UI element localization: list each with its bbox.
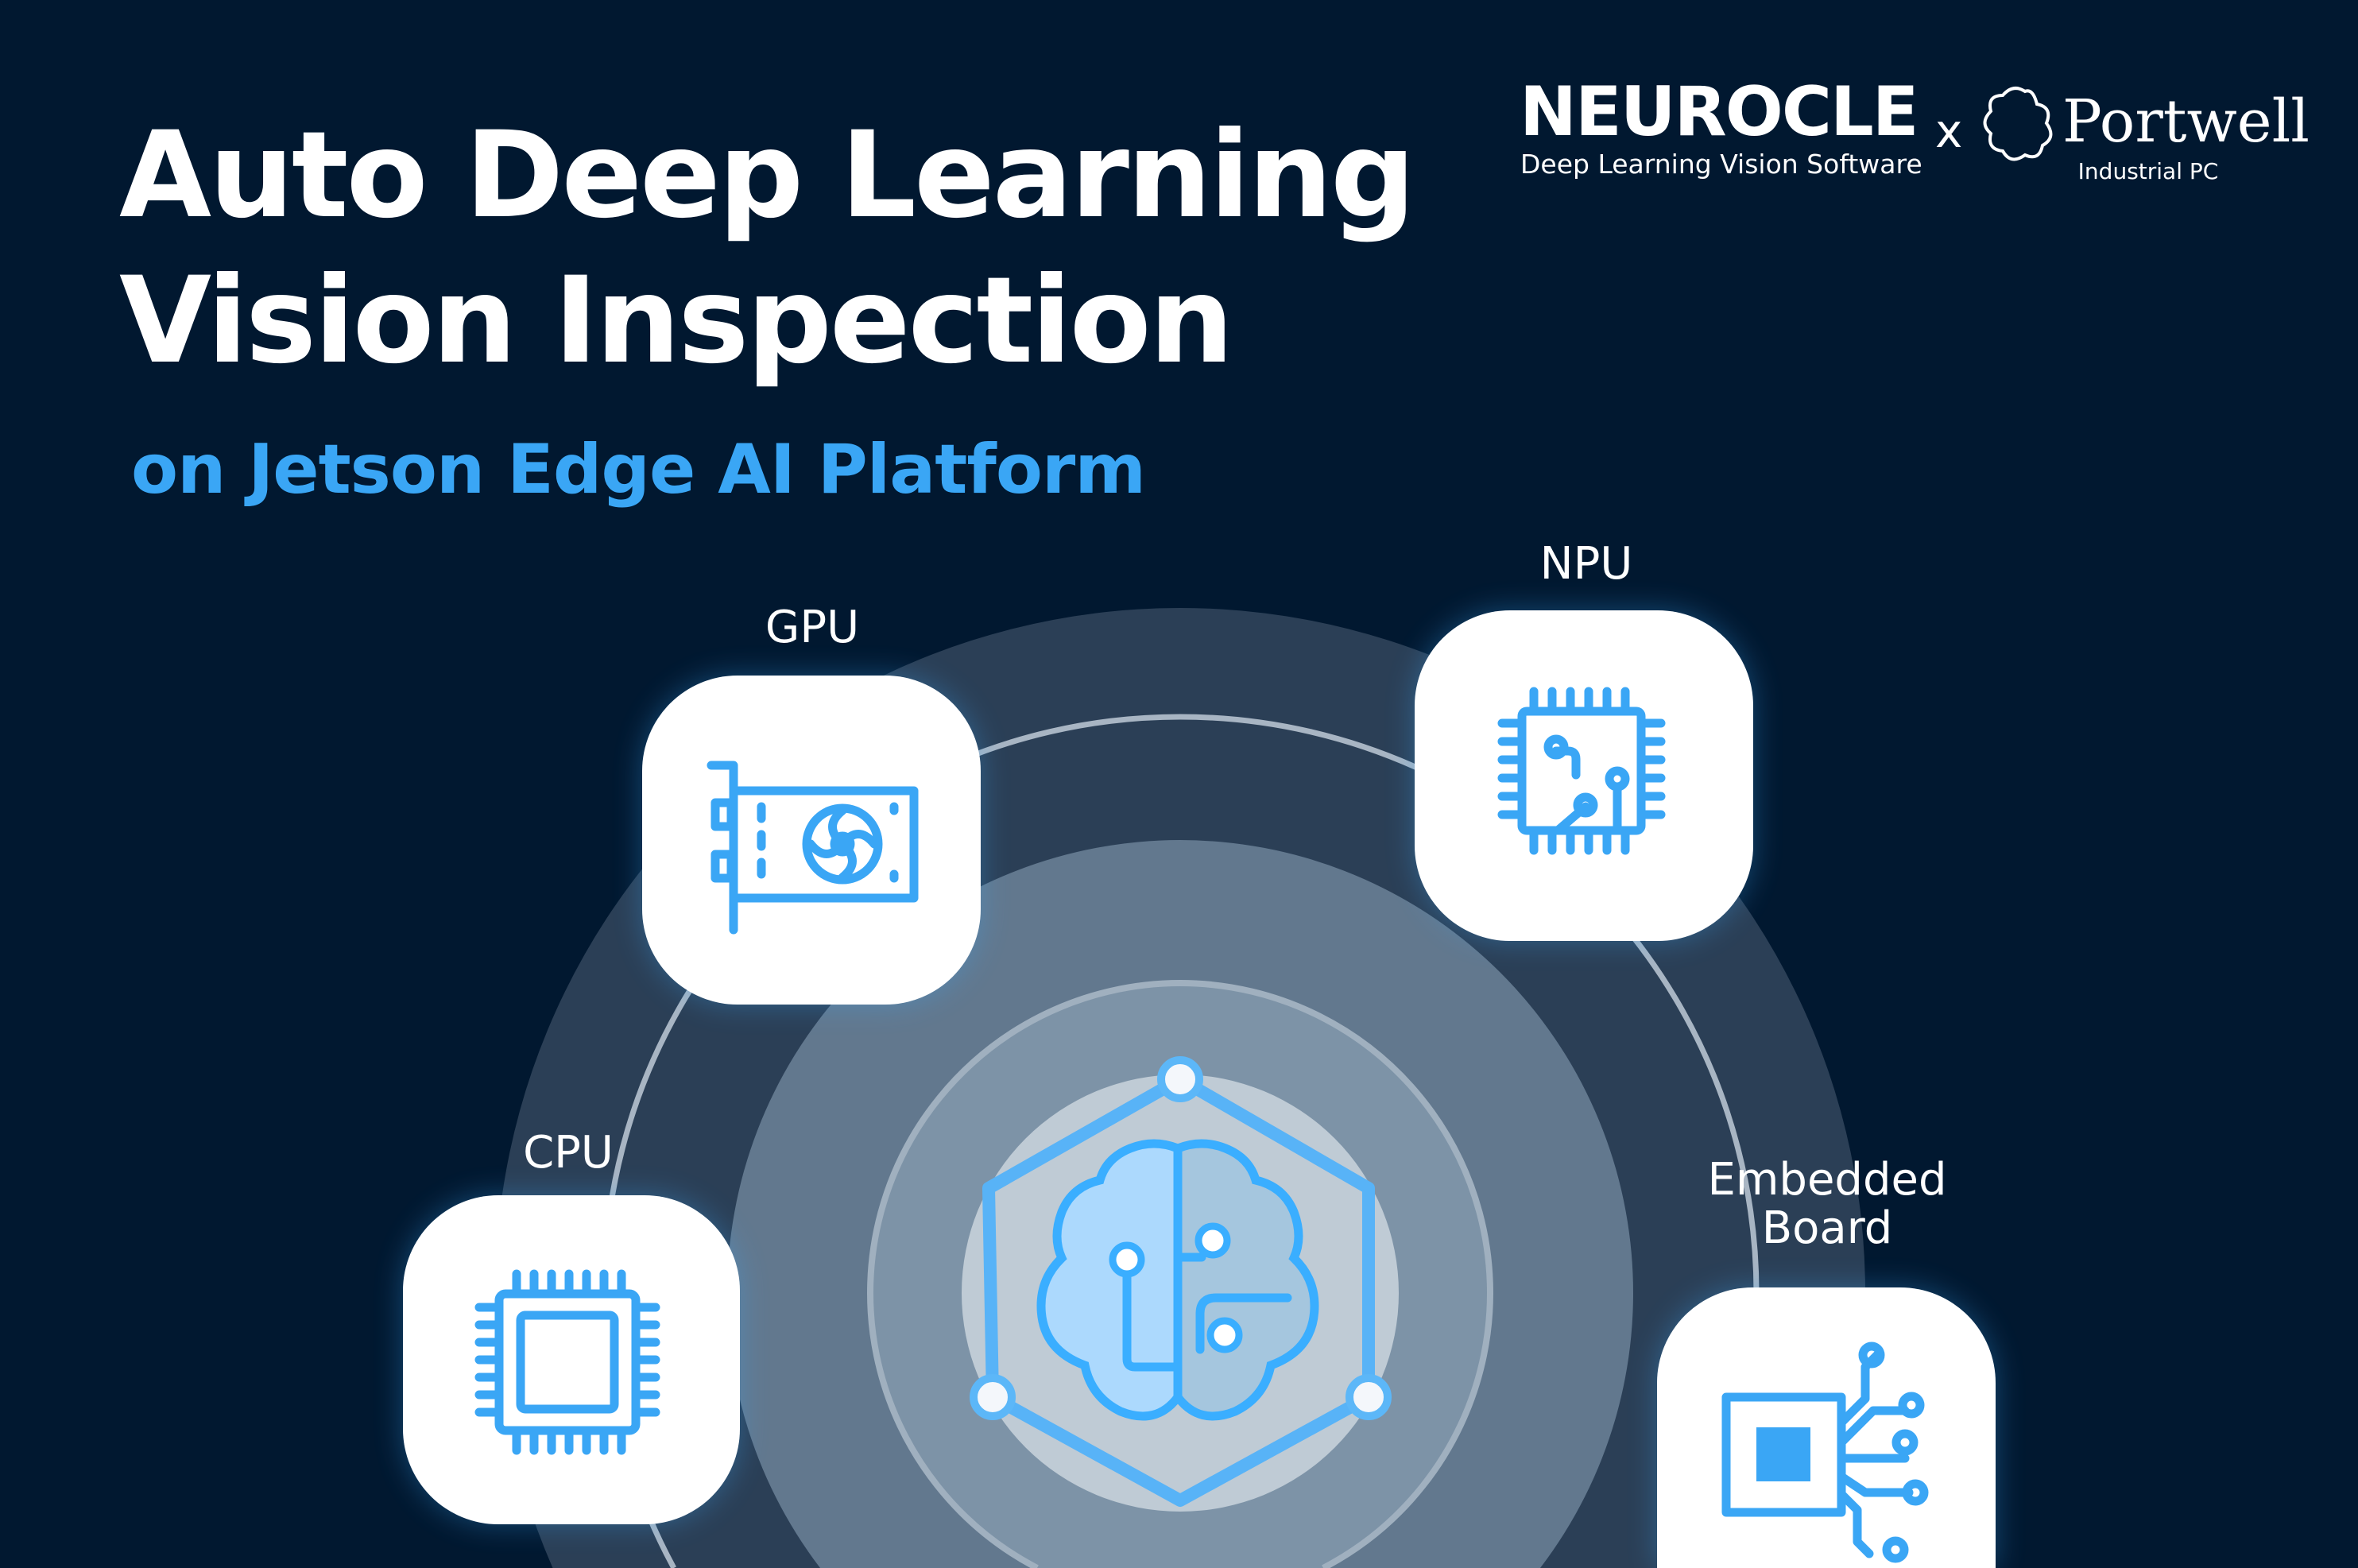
portwell-tagline: Industrial PC	[2078, 158, 2219, 184]
portwell-flower-icon	[1983, 87, 2053, 161]
gpu-card	[642, 676, 981, 1005]
hex-node-top	[1157, 1056, 1203, 1102]
portwell-logo: Portwell Industrial PC	[1983, 87, 2310, 184]
embedded-board-icon	[1721, 1342, 1929, 1563]
title-line-1: Auto Deep Learning	[119, 106, 1413, 245]
embedded-card	[1657, 1287, 1996, 1568]
neurocle-tagline: Deep Learning Vision Software	[1520, 149, 1922, 180]
neurocle-logo: NEUROCLE Deep Learning Vision Software	[1520, 72, 1922, 180]
portwell-wordmark: Portwell	[2062, 87, 2310, 156]
embedded-label-line-2: Board	[1762, 1202, 1893, 1254]
npu-label: NPU	[1540, 538, 1633, 590]
embedded-label-line-1: Embedded	[1707, 1154, 1946, 1206]
hex-node-left	[970, 1374, 1016, 1420]
subtitle: on Jetson Edge AI Platform	[131, 430, 1145, 509]
circuit-chip-icon	[1497, 687, 1666, 855]
neurocle-wordmark: NEUROCLE	[1520, 72, 1918, 152]
title-line-2: Vision Inspection	[119, 252, 1232, 390]
cpu-label: CPU	[523, 1127, 614, 1179]
hex-node-right	[1345, 1374, 1392, 1420]
ai-brain-icon	[970, 1056, 1392, 1507]
npu-card	[1415, 610, 1753, 941]
logo-separator: x	[1935, 104, 1962, 158]
cpu-card	[403, 1195, 740, 1524]
graphics-card-icon	[707, 761, 919, 935]
gpu-label: GPU	[765, 602, 859, 653]
cpu-chip-icon	[474, 1269, 660, 1455]
